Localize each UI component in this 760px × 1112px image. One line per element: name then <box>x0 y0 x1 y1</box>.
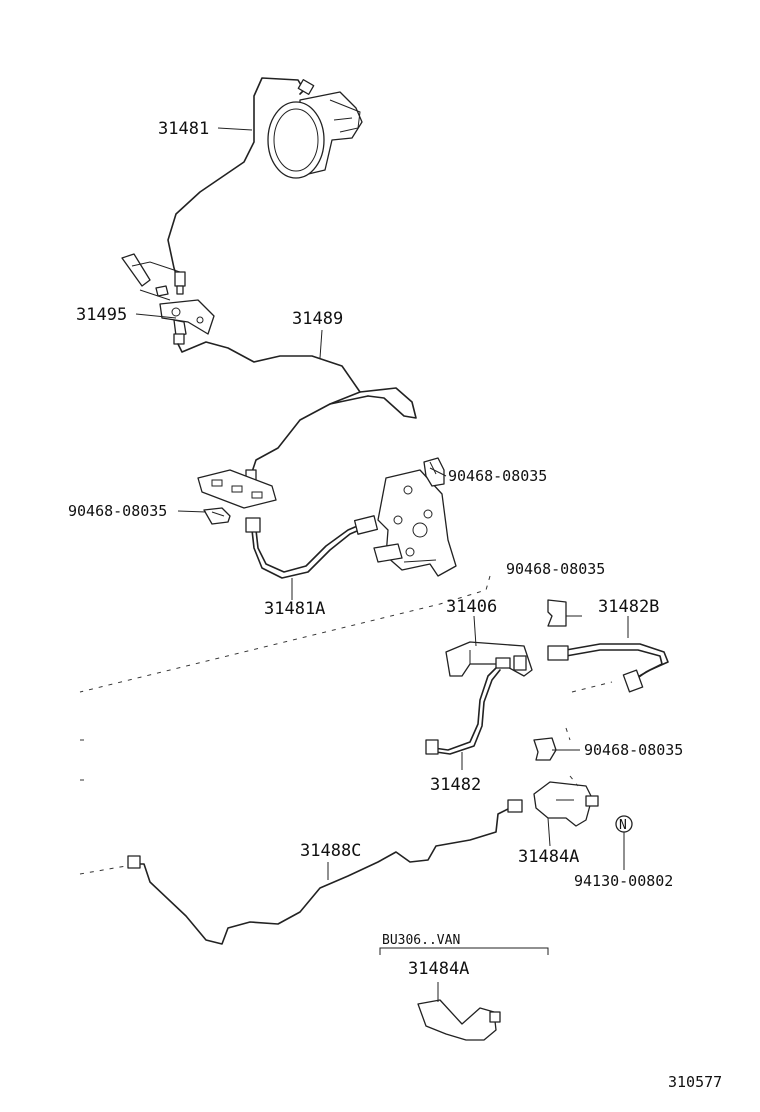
label-90468-mid: 90468-08035 <box>506 560 605 578</box>
label-31481A: 31481A <box>264 599 325 619</box>
pipe-31489 <box>177 341 361 473</box>
label-31489: 31489 <box>292 309 343 329</box>
label-90468-top: 90468-08035 <box>448 467 547 485</box>
clip-left <box>203 507 231 525</box>
label-31482: 31482 <box>430 775 481 795</box>
bracket-31406 <box>445 641 533 677</box>
bracket-plate-center <box>373 469 457 577</box>
catalog-number: 310577 <box>668 1073 722 1091</box>
hose-31482B <box>565 643 669 679</box>
variant-note: BU306..VAN <box>382 933 460 948</box>
master-cylinder <box>267 91 363 179</box>
pipe-31482 <box>433 667 497 751</box>
pipe-31481 <box>167 77 305 287</box>
bracket-31484A-variant <box>417 999 501 1041</box>
hose-31481A <box>251 527 365 579</box>
label-94130: 94130-00802 <box>574 872 673 890</box>
nut-symbol: N <box>619 818 627 833</box>
label-90468-left: 90468-08035 <box>68 502 167 520</box>
bracket-31484A <box>533 781 599 827</box>
clip-lower <box>533 737 557 761</box>
mount-plate-left <box>197 469 277 509</box>
clip-middle <box>547 599 567 627</box>
label-31484A: 31484A <box>518 847 579 867</box>
label-90468-lower: 90468-08035 <box>584 741 683 759</box>
label-31488C: 31488C <box>300 841 361 861</box>
bracket-31495 <box>121 253 215 345</box>
label-31406: 31406 <box>446 597 497 617</box>
label-31484A-variant: 31484A <box>408 959 469 979</box>
label-31482B: 31482B <box>598 597 659 617</box>
label-31481: 31481 <box>158 119 209 139</box>
pipe-31488C <box>133 805 515 945</box>
clip-top-right <box>423 457 445 487</box>
label-31495: 31495 <box>76 305 127 325</box>
